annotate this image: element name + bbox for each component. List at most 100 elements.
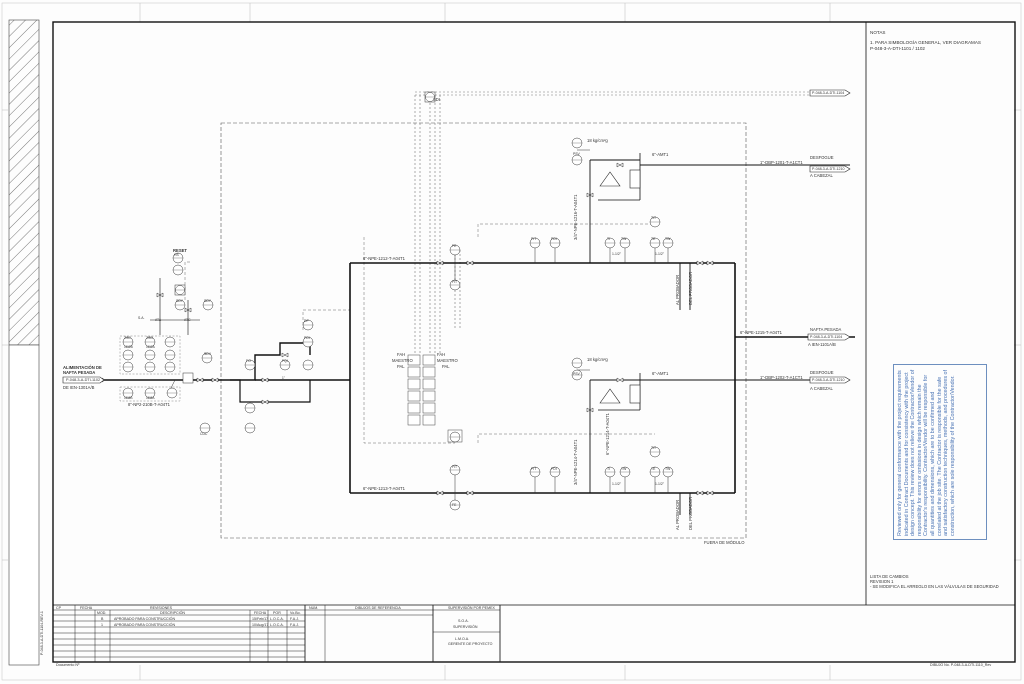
- psv-tag-2: 6"-AMT1: [652, 371, 669, 376]
- size-4: 1-1/2": [655, 482, 664, 486]
- out-despogue2-ref: P-048-3-A-DTI-1210: [812, 378, 845, 382]
- tag-fe-1: FE: [452, 244, 457, 248]
- tb-row-2-por: L.O.C.A.: [270, 623, 284, 627]
- tb-supervision: SUPERVISIÓN POR PEMEX: [448, 606, 495, 610]
- al-probador-1: AL PROBADOR: [675, 274, 680, 305]
- psv-symbols: [599, 169, 641, 404]
- tag-sdy-1: SDY: [176, 299, 183, 303]
- feed-title-1: ALIMENTACIÓN DE: [63, 365, 102, 370]
- notes-line-1: 1. PARA SIMBOLOGÍA GENERAL, VER DIAGRAMA…: [870, 40, 981, 45]
- title-block-grid: [53, 605, 501, 662]
- tb-row-1-fecha: 15/Feb/17: [252, 617, 269, 621]
- change-list-revision: REVISION 1: [870, 579, 894, 584]
- out-despogue2-line: 1"-DBP-1202-T-A1CT1: [760, 375, 803, 380]
- tag-fit-1: FIT: [452, 280, 458, 284]
- review-stamp-text: Reviewed only for general conformance wi…: [897, 369, 956, 536]
- instrument-bubbles: [119, 91, 674, 511]
- change-list: LISTA DE CAMBIOS REVISION 1 - SE MODIFIC…: [870, 574, 999, 589]
- tb-rev: REVISIONES: [150, 606, 172, 610]
- line-top-left: 6"-NPE-1212-T-A04T1: [363, 256, 405, 261]
- tb-por: POR: [273, 611, 281, 615]
- line-vert-1: 3/4"-NPE-1216-T-A04T1: [573, 194, 578, 240]
- size-2: 1-1/2": [655, 252, 664, 256]
- tag-tit-2: TIT: [651, 446, 657, 450]
- tag-zso: ZSO: [146, 336, 153, 340]
- size-1: 1-1/2": [612, 252, 621, 256]
- psv-set-2: 18 kg/cm²g: [587, 357, 608, 362]
- out-despogue-ref: P-048-3-A-DTI-1210: [812, 167, 845, 171]
- out-despogue2-title: DESFOGUE: [810, 370, 834, 375]
- notes-section: NOTAS 1. PARA SIMBOLOGÍA GENERAL, VER DI…: [870, 30, 995, 52]
- tag-ti-1: TI: [607, 237, 611, 241]
- tb-row-2-desc: APROBADO PARA CONSTRUCCIÓN: [114, 623, 176, 627]
- tag-pdi-1: PDI: [551, 237, 557, 241]
- psv-set-1: 18 kg/cm²g: [587, 138, 608, 143]
- tb-descripcion: DESCRIPCIÓN: [160, 611, 185, 615]
- line-right: 6"-NPE-1215-T-A04T1: [740, 330, 782, 335]
- review-stamp: Reviewed only for general conformance wi…: [893, 364, 987, 540]
- notes-title: NOTAS: [870, 30, 886, 35]
- line-vert-right: 6"-NPE-1214-T-A04T1: [605, 413, 610, 455]
- tb-row-1-por: L.O.C.A.: [270, 617, 284, 621]
- tag-te-2: TE: [651, 467, 656, 471]
- atc-label: ATC: [184, 318, 191, 322]
- out-nafta-dest: A IEN-1101A/B: [808, 342, 836, 347]
- reset-label: RESET: [173, 248, 187, 253]
- out-cabezal-2: A CABEZAL: [810, 386, 833, 391]
- tb-mod: MOD.: [97, 611, 107, 615]
- module-boundary: [184, 122, 747, 539]
- tag-fit-2: FIT: [452, 465, 458, 469]
- psv-tag-1: 6"-AMT1: [652, 152, 669, 157]
- tb-doc-left: Documento Nº: [56, 663, 80, 667]
- line-bot-left: 6"-NPE-1213-T-A04T1: [363, 486, 405, 491]
- del-probador-1: DEL PROBADOR: [688, 271, 693, 305]
- hs-aux: 1": [282, 376, 285, 380]
- tb-sup-1: S.O.A.: [458, 619, 469, 623]
- tag-pdi-2: PDI: [551, 467, 557, 471]
- tag-hs: HS: [174, 253, 179, 257]
- tb-sup-2: L.M.O.A.: [455, 637, 470, 641]
- pal-label-2: PAL: [442, 364, 450, 369]
- tag-sdv: SDV: [204, 352, 211, 356]
- tb-fecha: FECHA: [80, 606, 93, 610]
- tag-fqi: FQI: [282, 359, 288, 363]
- tag-zsc: ZSC: [124, 336, 131, 340]
- off-page-connectors: [62, 89, 851, 384]
- num-1112b: 1112B: [124, 345, 133, 349]
- tb-row-1-mod: B: [101, 617, 104, 621]
- tb-sup-1b: SUPERVISIÓN: [453, 625, 478, 629]
- fuera-modulo-label: FUERA DE MÓDULO: [704, 540, 745, 545]
- tag-tit-1: TIT: [651, 216, 657, 220]
- tag-tw-2: TW: [621, 467, 627, 471]
- tag-pit-1: PIT: [531, 237, 537, 241]
- tag-tw-2b: TW: [665, 467, 671, 471]
- tb-num: NUM.: [309, 606, 319, 610]
- feed-title-2: NAFTA PESADA: [63, 370, 96, 375]
- fah-label-1: FAH: [397, 352, 406, 357]
- tag-sdy-2: SDY: [204, 299, 211, 303]
- line-8in: 8"-NP2-210B-T-A04T1: [128, 402, 170, 407]
- tag-psv-1: PSV: [573, 152, 580, 156]
- valves: [96, 162, 714, 496]
- out-nafta: NAFTA PESADA: [810, 327, 842, 332]
- out-despogue-title: DESFOGUE: [810, 155, 834, 160]
- signal-lines: [414, 91, 810, 355]
- feed-ref: P-048-3-A-DTI-1102: [66, 378, 101, 382]
- tb-sup-2b: GERENTE DE PROYECTO: [448, 642, 493, 646]
- tag-pdi-main: PDI: [304, 336, 310, 340]
- tb-dibujos: DIBUJOS DE REFERENCIA: [355, 606, 401, 610]
- num-1112a: 1112A: [146, 345, 155, 349]
- out-cabezal: A CABEZAL: [810, 173, 833, 178]
- tag-fo: FO: [246, 359, 251, 363]
- tag-dp: DP: [304, 319, 309, 323]
- change-list-item: - SE MODIFICA EL ARREGLO EN LAS VÁLVULAS…: [870, 584, 999, 589]
- tag-ti-2: TI: [607, 467, 611, 471]
- instrument-taps: [169, 149, 669, 505]
- out-despogue-line: 1"-DBP-1201-T-A1CT1: [760, 160, 803, 165]
- drawing-frame: [52, 21, 1016, 663]
- maestro-label-1: MAESTRO: [392, 358, 413, 363]
- process-lines: [63, 153, 855, 515]
- tb-cp: CP: [56, 606, 61, 610]
- tb-row-1-desc: APROBADO PARA CONSTRUCCIÓN: [114, 617, 176, 621]
